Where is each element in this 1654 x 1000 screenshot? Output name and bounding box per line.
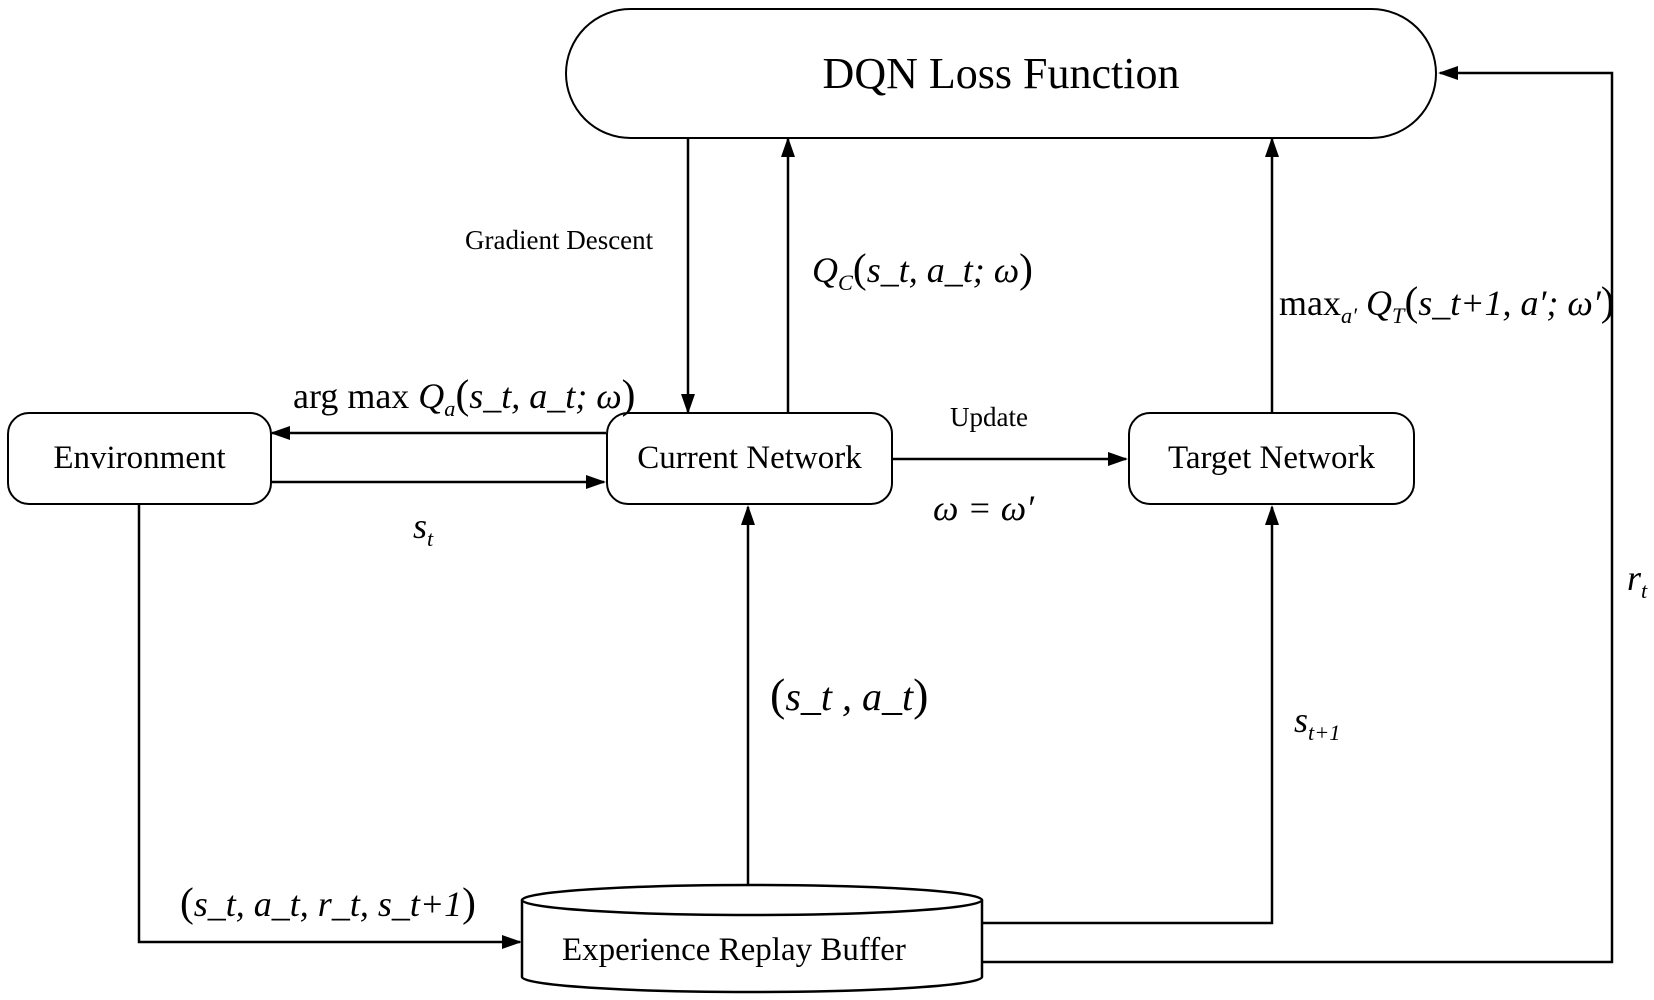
qt-q: Q (1366, 283, 1393, 323)
qc-sub: C (838, 269, 853, 295)
transition-arrow (137, 505, 522, 949)
gradient-descent-label: Gradient Descent (465, 225, 654, 255)
transition-args: s_t, a_t, r_t, s_t+1 (193, 884, 463, 924)
target-network-node: Target Network (1128, 412, 1415, 505)
qc-label: QC(s_t, a_t; ω) (812, 245, 1033, 295)
next-state-arrow (982, 505, 1279, 925)
next-state-sub: t+1 (1308, 719, 1341, 745)
qt-max: max (1279, 283, 1341, 323)
action-q-sub: a (444, 395, 456, 421)
qc-args: s_t, a_t; ω (866, 250, 1020, 290)
state-s: s (413, 506, 428, 546)
reward-r: r (1627, 558, 1642, 598)
reward-arrow (982, 66, 1614, 964)
state-label: st (413, 508, 433, 550)
qt-q-sub: T (1392, 302, 1405, 328)
action-label: arg max Qa(s_t, a_t; ω) (293, 371, 636, 421)
replay-buffer-shape (520, 883, 984, 994)
current-network-label: Current Network (637, 440, 862, 476)
reward-label: rt (1627, 560, 1647, 602)
reward-sub: t (1641, 577, 1648, 603)
next-state-s: s (1294, 700, 1309, 740)
qc-q: Q (812, 250, 838, 290)
sample-pair-label: (s_t , a_t) (770, 669, 929, 720)
qt-label: maxa′ QT(s_t+1, a′; ω′) (1279, 278, 1615, 328)
dqn-loss-label: DQN Loss Function (822, 49, 1180, 98)
sample-pair-args: s_t , a_t (785, 674, 914, 719)
environment-node: Environment (7, 412, 272, 505)
target-network-label: Target Network (1168, 440, 1375, 476)
omega-equality-label: ω = ω′ (933, 488, 1035, 528)
transition-label: (s_t, a_t, r_t, s_t+1) (180, 879, 476, 925)
replay-buffer-label: Experience Replay Buffer (562, 932, 906, 968)
environment-label: Environment (53, 440, 226, 476)
qt-args: s_t+1, a′; ω′ (1418, 283, 1601, 323)
qt-max-sub: a′ (1340, 302, 1358, 328)
argmax-text: arg max (293, 376, 410, 416)
next-state-label: st+1 (1294, 702, 1340, 744)
current-network-node: Current Network (606, 412, 893, 505)
update-label: Update (950, 402, 1028, 432)
state-sub: t (427, 525, 434, 551)
action-q: Q (418, 376, 445, 416)
dqn-loss-node: DQN Loss Function (565, 8, 1437, 139)
action-args: s_t, a_t; ω (469, 376, 622, 416)
